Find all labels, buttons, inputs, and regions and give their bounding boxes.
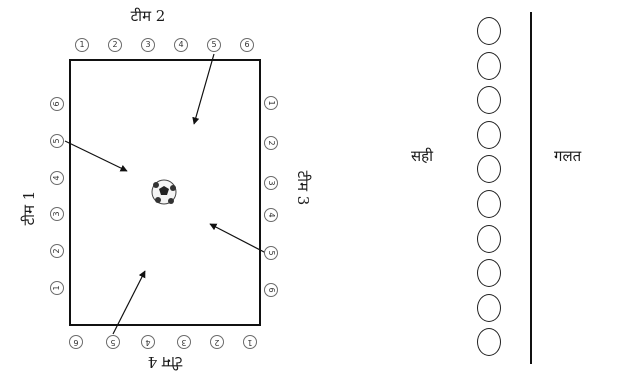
position-marker-bottom: 6 — [69, 335, 83, 349]
answer-circle[interactable] — [477, 86, 501, 115]
position-marker-right: 2 — [264, 136, 278, 150]
answer-circle[interactable] — [477, 155, 501, 184]
answer-circle[interactable] — [477, 51, 501, 80]
position-marker-right: 5 — [264, 246, 278, 260]
position-marker-top: 5 — [207, 38, 221, 52]
correct-label: सही — [411, 147, 433, 165]
position-marker-bottom: 1 — [243, 335, 257, 349]
team-3-label: टीम 3 — [294, 170, 312, 206]
position-marker-left: 6 — [50, 97, 64, 111]
position-marker-left: 1 — [50, 281, 64, 295]
position-marker-left: 3 — [50, 207, 64, 221]
answer-circle[interactable] — [477, 293, 501, 322]
position-marker-right: 6 — [264, 283, 278, 297]
position-marker-bottom: 5 — [106, 335, 120, 349]
answer-circle[interactable] — [477, 259, 501, 288]
position-marker-top: 3 — [141, 38, 155, 52]
answer-circle[interactable] — [477, 120, 501, 149]
position-marker-top: 1 — [75, 38, 89, 52]
position-marker-left: 5 — [50, 134, 64, 148]
position-marker-top: 2 — [108, 38, 122, 52]
position-marker-bottom: 2 — [210, 335, 224, 349]
position-marker-top: 4 — [174, 38, 188, 52]
position-marker-bottom: 3 — [177, 335, 191, 349]
answer-circle[interactable] — [477, 224, 501, 253]
position-marker-left: 4 — [50, 171, 64, 185]
position-marker-right: 1 — [264, 96, 278, 110]
team-2-label: टीम 2 — [130, 7, 166, 25]
answer-divider — [530, 12, 532, 364]
playing-field — [69, 59, 261, 326]
team-1-label: टीम 1 — [20, 190, 38, 226]
position-marker-top: 6 — [240, 38, 254, 52]
team-4-label: टीम 4 — [147, 353, 183, 371]
answer-circle[interactable] — [477, 190, 501, 218]
answer-circle[interactable] — [477, 328, 501, 357]
position-marker-left: 2 — [50, 244, 64, 258]
position-marker-bottom: 4 — [141, 335, 155, 349]
position-marker-right: 4 — [264, 208, 278, 222]
wrong-label: गलत — [554, 147, 582, 165]
answer-circle[interactable] — [477, 17, 501, 45]
position-marker-right: 3 — [264, 176, 278, 190]
